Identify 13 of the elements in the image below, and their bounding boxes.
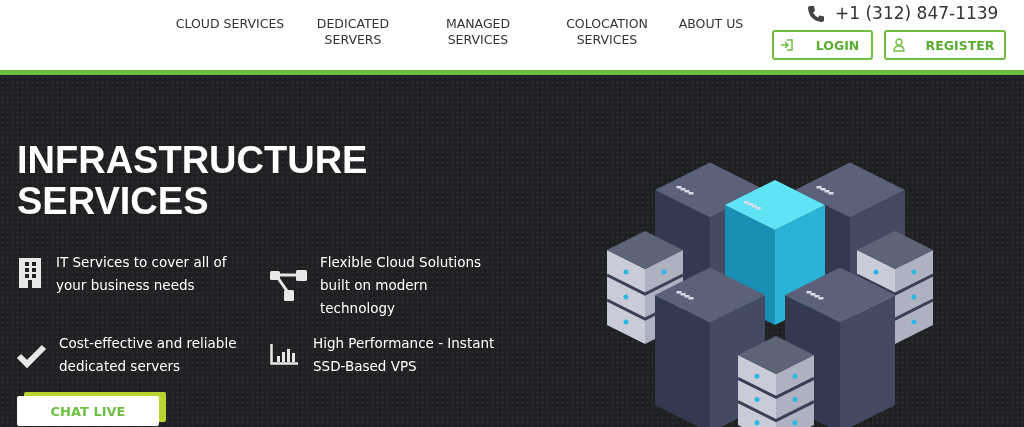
page-heading: INFRASTRUCTURE SERVICES	[17, 140, 369, 222]
login-button: LOGIN	[772, 30, 873, 60]
feature-text: Flexible Cloud Solutions built on modern technology	[320, 253, 483, 318]
nav-link: CLOUD SERVICES	[175, 16, 285, 32]
feature-text: Cost-effective and reliable dedicated servers	[59, 334, 238, 376]
nav-link: MANAGED SERVICES	[444, 16, 512, 48]
register-button: REGISTER	[884, 30, 1006, 60]
nav-link: ABOUT US	[677, 16, 745, 32]
phone-number: +1 (312) 847-1139	[835, 3, 999, 23]
nav-link: DEDICATED SERVERS	[315, 16, 391, 48]
feature-text: IT Services to cover all of your business needs	[56, 253, 228, 295]
nav-link: COLOCATION SERVICES	[565, 16, 649, 48]
feature-text: High Performance - Instant SSD-Based VPS	[313, 334, 496, 376]
